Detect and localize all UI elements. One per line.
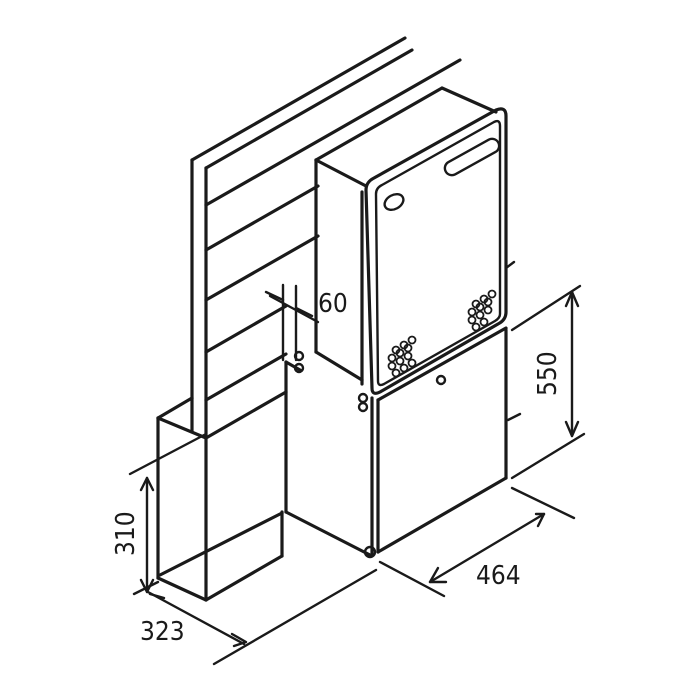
dim-label-60: 60	[318, 289, 348, 319]
vent-grille-left	[387, 335, 417, 378]
water-heater-unit	[293, 86, 508, 413]
dimension-wall-clearance: 60	[264, 283, 348, 362]
dim-label-323: 323	[140, 617, 185, 647]
dimension-cabinet-height: 550	[504, 260, 586, 480]
dim-label-464: 464	[476, 561, 521, 591]
dimension-base-height: 310	[111, 432, 208, 596]
base-stand	[156, 390, 288, 602]
dim-label-310: 310	[111, 511, 141, 556]
dimension-base-depth: 323	[140, 568, 378, 666]
vent-grille-right	[467, 289, 497, 332]
wall-siding	[190, 36, 462, 602]
dim-label-550: 550	[533, 351, 563, 396]
lower-cabinet	[284, 326, 508, 559]
dimension-cabinet-width: 464	[378, 486, 576, 598]
